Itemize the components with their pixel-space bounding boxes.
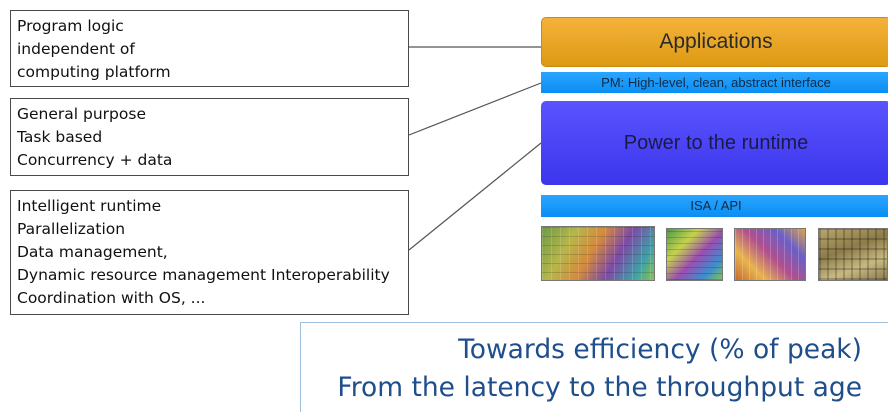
box-line: Program logic xyxy=(17,17,124,35)
box-line: Dynamic resource management Interoperabi… xyxy=(17,266,390,284)
efficiency-caption-box: Towards efficiency (% of peak) From the … xyxy=(300,322,888,412)
throughput-line: From the latency to the throughput age xyxy=(337,372,862,403)
box-line: Parallelization xyxy=(17,220,126,238)
general-purpose-box: General purpose Task based Concurrency +… xyxy=(10,98,409,176)
box-line: Concurrency + data xyxy=(17,151,173,169)
connector-line-runtime xyxy=(408,142,542,251)
processor-die-image xyxy=(666,228,723,281)
box-line: Coordination with OS, ... xyxy=(17,289,206,307)
connector-line-pm xyxy=(408,82,542,136)
box-line: independent of xyxy=(17,40,135,58)
program-logic-box: Program logic independent of computing p… xyxy=(10,10,409,87)
processor-die-image xyxy=(541,226,655,281)
box-line: General purpose xyxy=(17,105,146,123)
intelligent-runtime-box: Intelligent runtime Parallelization Data… xyxy=(10,190,409,315)
box-line: Task based xyxy=(17,128,103,146)
box-line: computing platform xyxy=(17,63,171,81)
pm-interface-layer: PM: High-level, clean, abstract interfac… xyxy=(541,72,888,93)
box-line: Intelligent runtime xyxy=(17,197,162,215)
processor-die-image xyxy=(818,228,888,281)
processor-die-image xyxy=(734,228,806,281)
runtime-layer: Power to the runtime xyxy=(541,101,888,185)
box-line: Data management, xyxy=(17,243,168,261)
applications-layer: Applications xyxy=(541,17,888,67)
isa-api-layer: ISA / API xyxy=(541,195,888,217)
efficiency-line: Towards efficiency (% of peak) xyxy=(458,334,862,365)
